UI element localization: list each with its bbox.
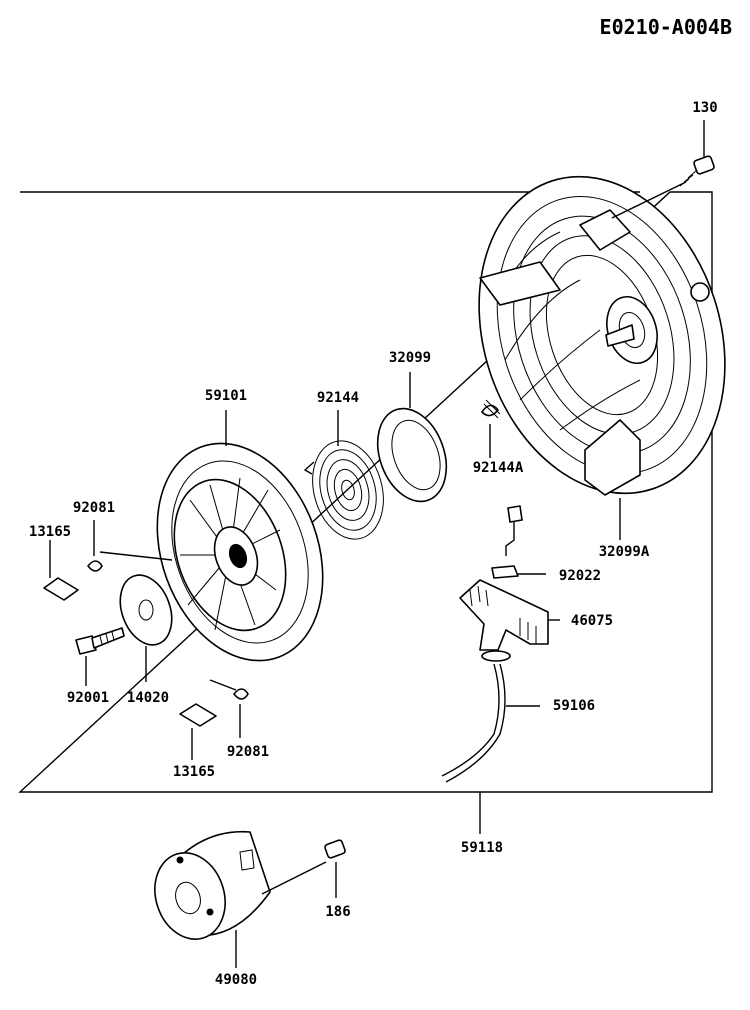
- label-92081-upper: 92081: [73, 500, 115, 516]
- cup-49080: [154, 830, 271, 968]
- label-13165-lower: 13165: [173, 764, 215, 780]
- label-92144A: 92144A: [473, 460, 524, 476]
- pawl-13165-upper: [43, 540, 79, 601]
- label-49080: 49080: [215, 972, 257, 988]
- label-92001: 92001: [67, 690, 109, 706]
- reel-59101: [156, 410, 324, 662]
- rope-59106: [441, 663, 540, 783]
- spring-92144A: [481, 399, 501, 458]
- label-59118: 59118: [461, 840, 503, 856]
- spring-92081-lower: [209, 679, 249, 738]
- plate-32099: [376, 372, 448, 503]
- spring-92081-upper: [87, 520, 103, 572]
- label-92022: 92022: [559, 568, 601, 584]
- label-32099: 32099: [389, 350, 431, 366]
- bolt-186: [261, 839, 346, 898]
- label-92081-lower: 92081: [227, 744, 269, 760]
- knot-92022: [491, 565, 546, 579]
- label-46075: 46075: [571, 613, 613, 629]
- handle-46075: [459, 579, 560, 662]
- label-14020: 14020: [127, 690, 169, 706]
- starter-housing: [478, 175, 726, 496]
- label-59106: 59106: [553, 698, 595, 714]
- ratchet-14020: [99, 551, 173, 682]
- label-32099A: 32099A: [599, 544, 650, 560]
- label-130: 130: [692, 100, 717, 116]
- bolt-92001: [75, 627, 125, 686]
- rope-end: [505, 505, 523, 556]
- recoil-spring-92144: [303, 410, 384, 540]
- label-59101: 59101: [205, 388, 247, 404]
- label-92144: 92144: [317, 390, 359, 406]
- pawl-13165-lower: [179, 703, 217, 760]
- diagram-code: E0210-A004B: [600, 15, 732, 39]
- label-13165-upper: 13165: [29, 524, 71, 540]
- label-186: 186: [325, 904, 350, 920]
- bolt-130: [611, 120, 715, 219]
